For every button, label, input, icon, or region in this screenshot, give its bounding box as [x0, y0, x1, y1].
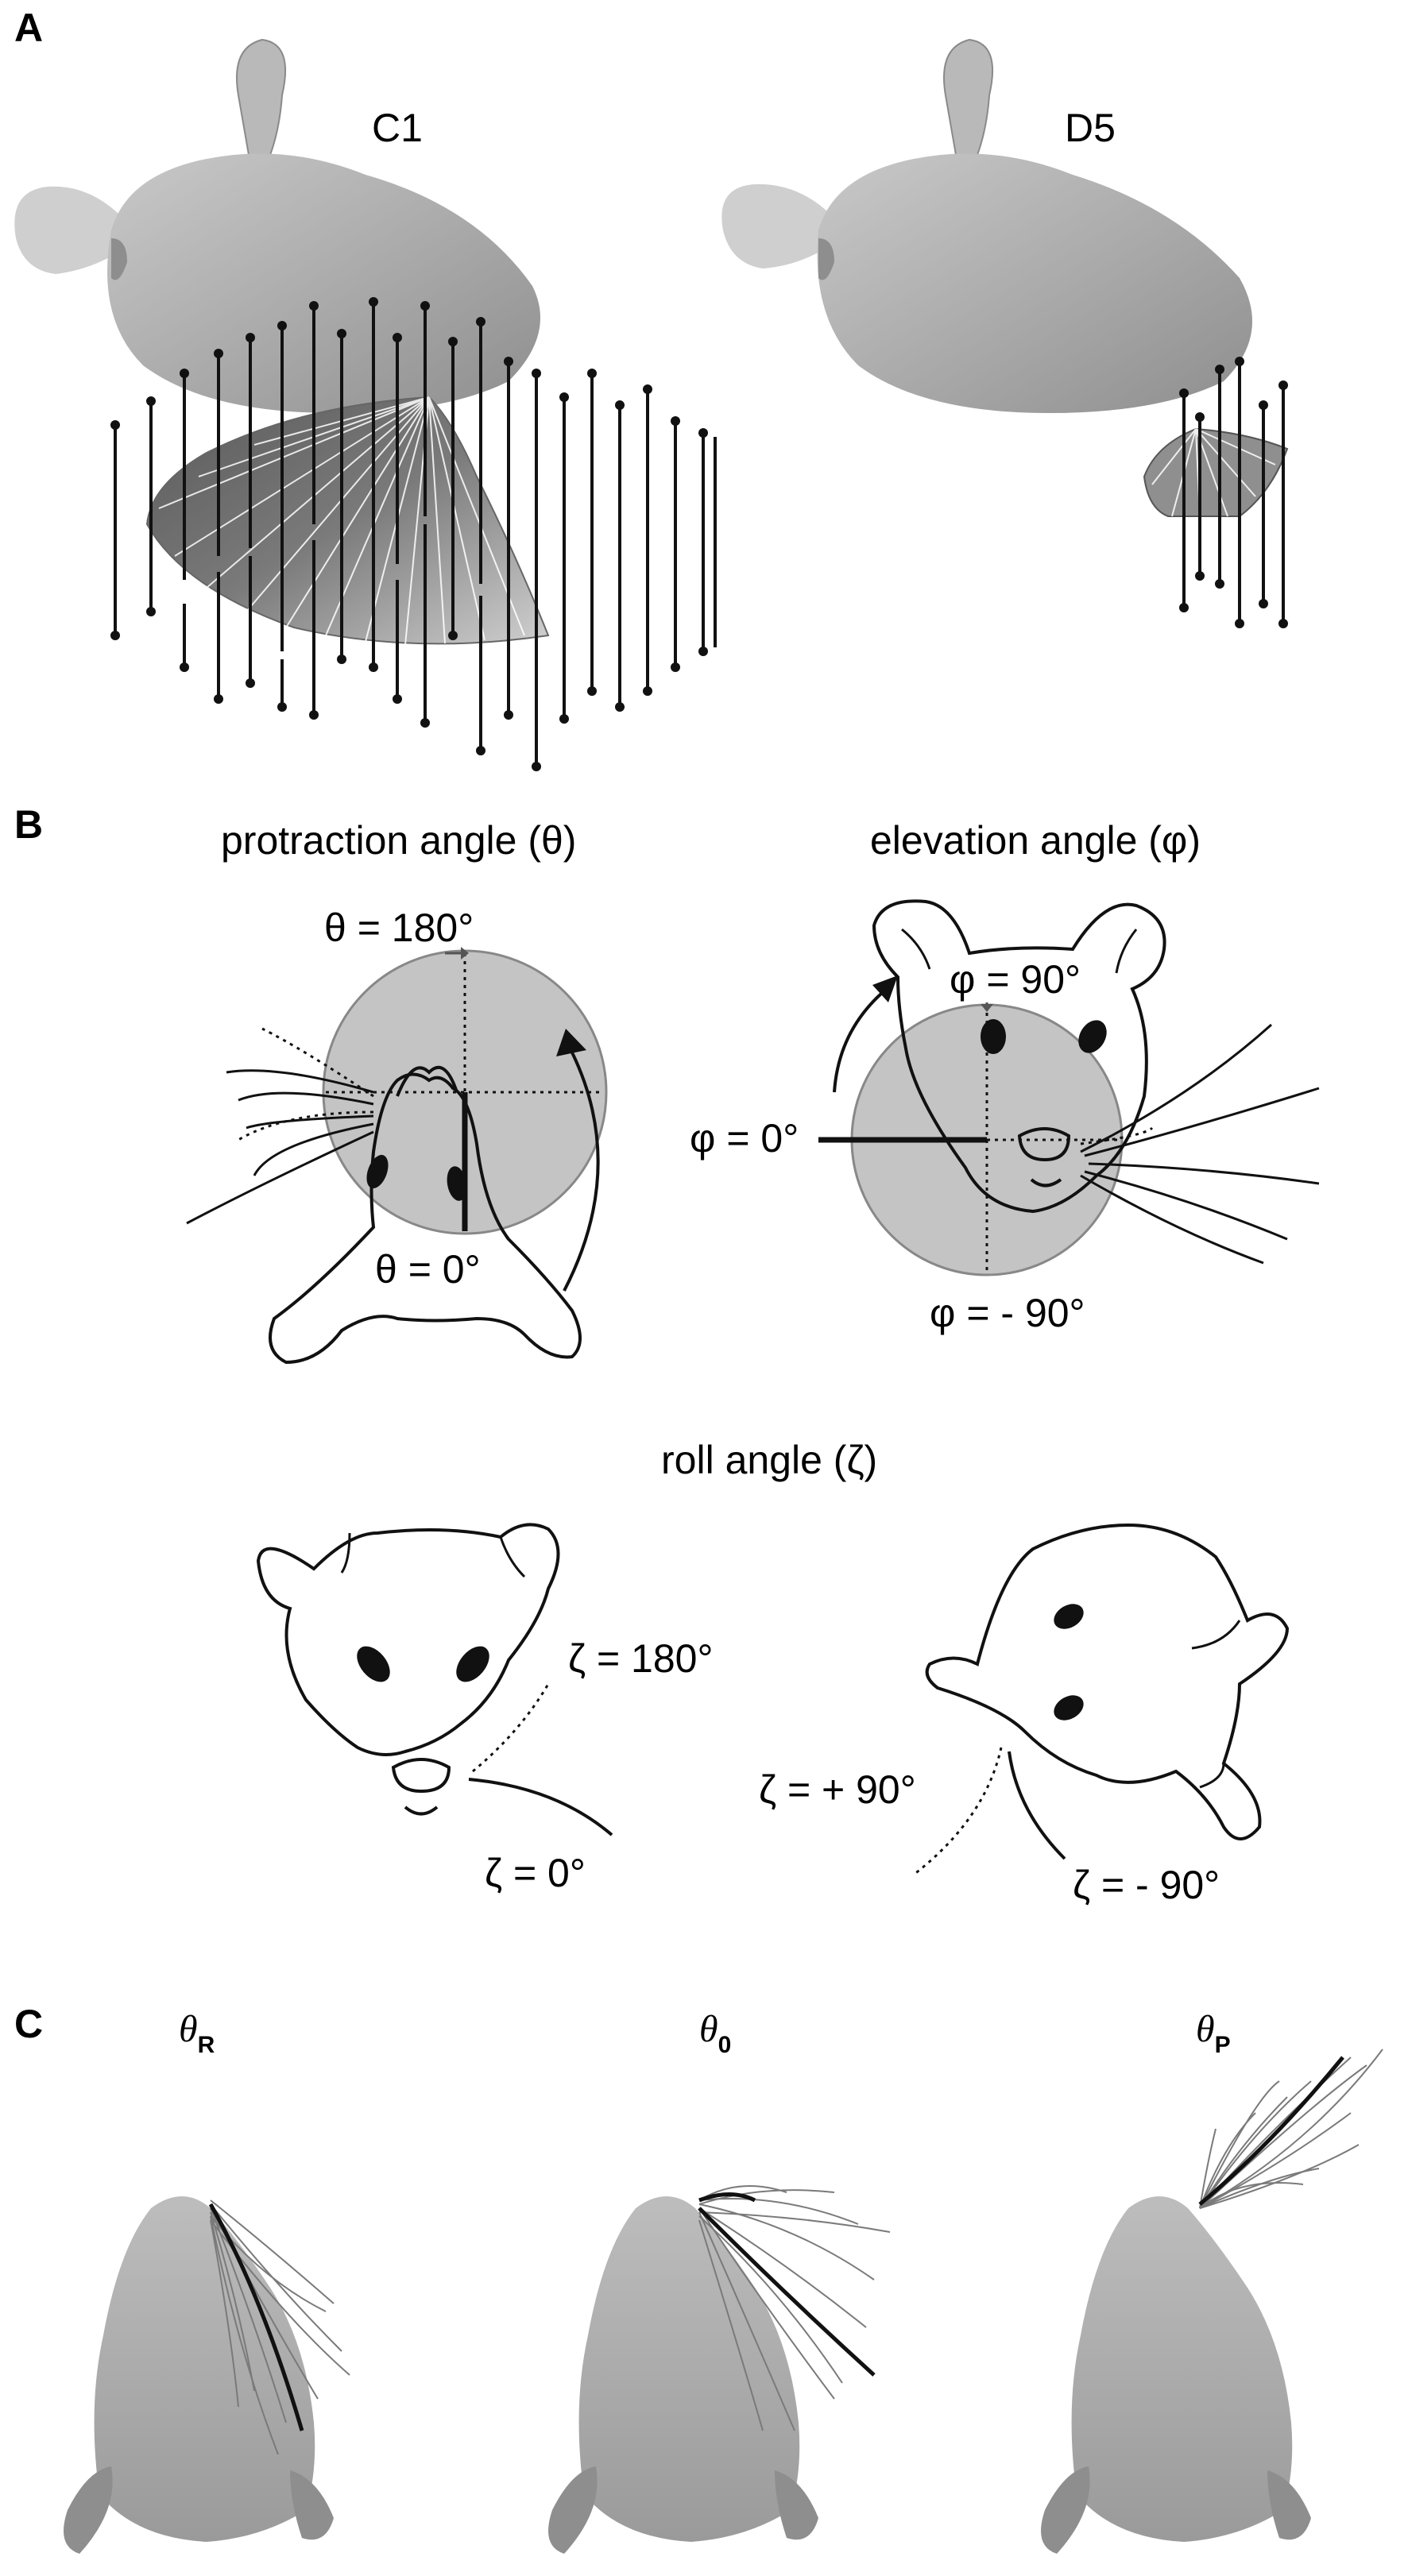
elevation-diagram [818, 899, 1320, 1276]
rat-head-d5 [721, 38, 1252, 414]
protraction-diagram [186, 947, 608, 1365]
label-d5: D5 [1065, 106, 1116, 150]
contact-rods-d5 [1182, 361, 1285, 624]
theta-0-column-label: θ0 [699, 2008, 731, 2058]
zeta-minus-90-label: ζ = - 90° [1073, 1863, 1220, 1907]
roll-diagram-front [256, 1523, 613, 1836]
rod-endpoints-d5 [1179, 357, 1288, 628]
panel-letter-c: C [14, 2002, 43, 2046]
zeta-0-label: ζ = 0° [485, 1851, 586, 1895]
label-c1: C1 [372, 106, 423, 150]
whisker-fan-c1 [145, 396, 550, 646]
theta-p-label: θP [1196, 2008, 1231, 2058]
roll-diagram-rotated [913, 1523, 1290, 1876]
protraction-title: protraction angle (θ) [221, 818, 576, 863]
panel-letter-a: A [14, 6, 43, 50]
whisker-fan-d5 [1143, 427, 1289, 517]
roll-title: roll angle (ζ) [661, 1438, 877, 1482]
panel-letter-b: B [14, 802, 43, 847]
theta-r-label: θR [179, 2008, 215, 2058]
elevation-title: elevation angle (φ) [870, 818, 1201, 863]
head-theta-r [64, 2196, 350, 2554]
rod-endpoints-c1 [110, 297, 708, 771]
phi-0-label: φ = 0° [690, 1116, 799, 1161]
theta-180-label: θ = 180° [324, 906, 474, 950]
rat-head-c1 [14, 38, 540, 414]
zeta-plus-90-label: ζ = + 90° [759, 1767, 916, 1812]
phi-minus-90-label: φ = - 90° [930, 1291, 1085, 1335]
head-theta-p [1041, 2049, 1383, 2554]
contact-rods-c1 [114, 302, 717, 767]
theta-0-label: θ = 0° [375, 1247, 481, 1292]
phi-90-label: φ = 90° [950, 957, 1081, 1002]
head-theta-0 [548, 2185, 891, 2554]
zeta-180-label: ζ = 180° [568, 1636, 713, 1681]
